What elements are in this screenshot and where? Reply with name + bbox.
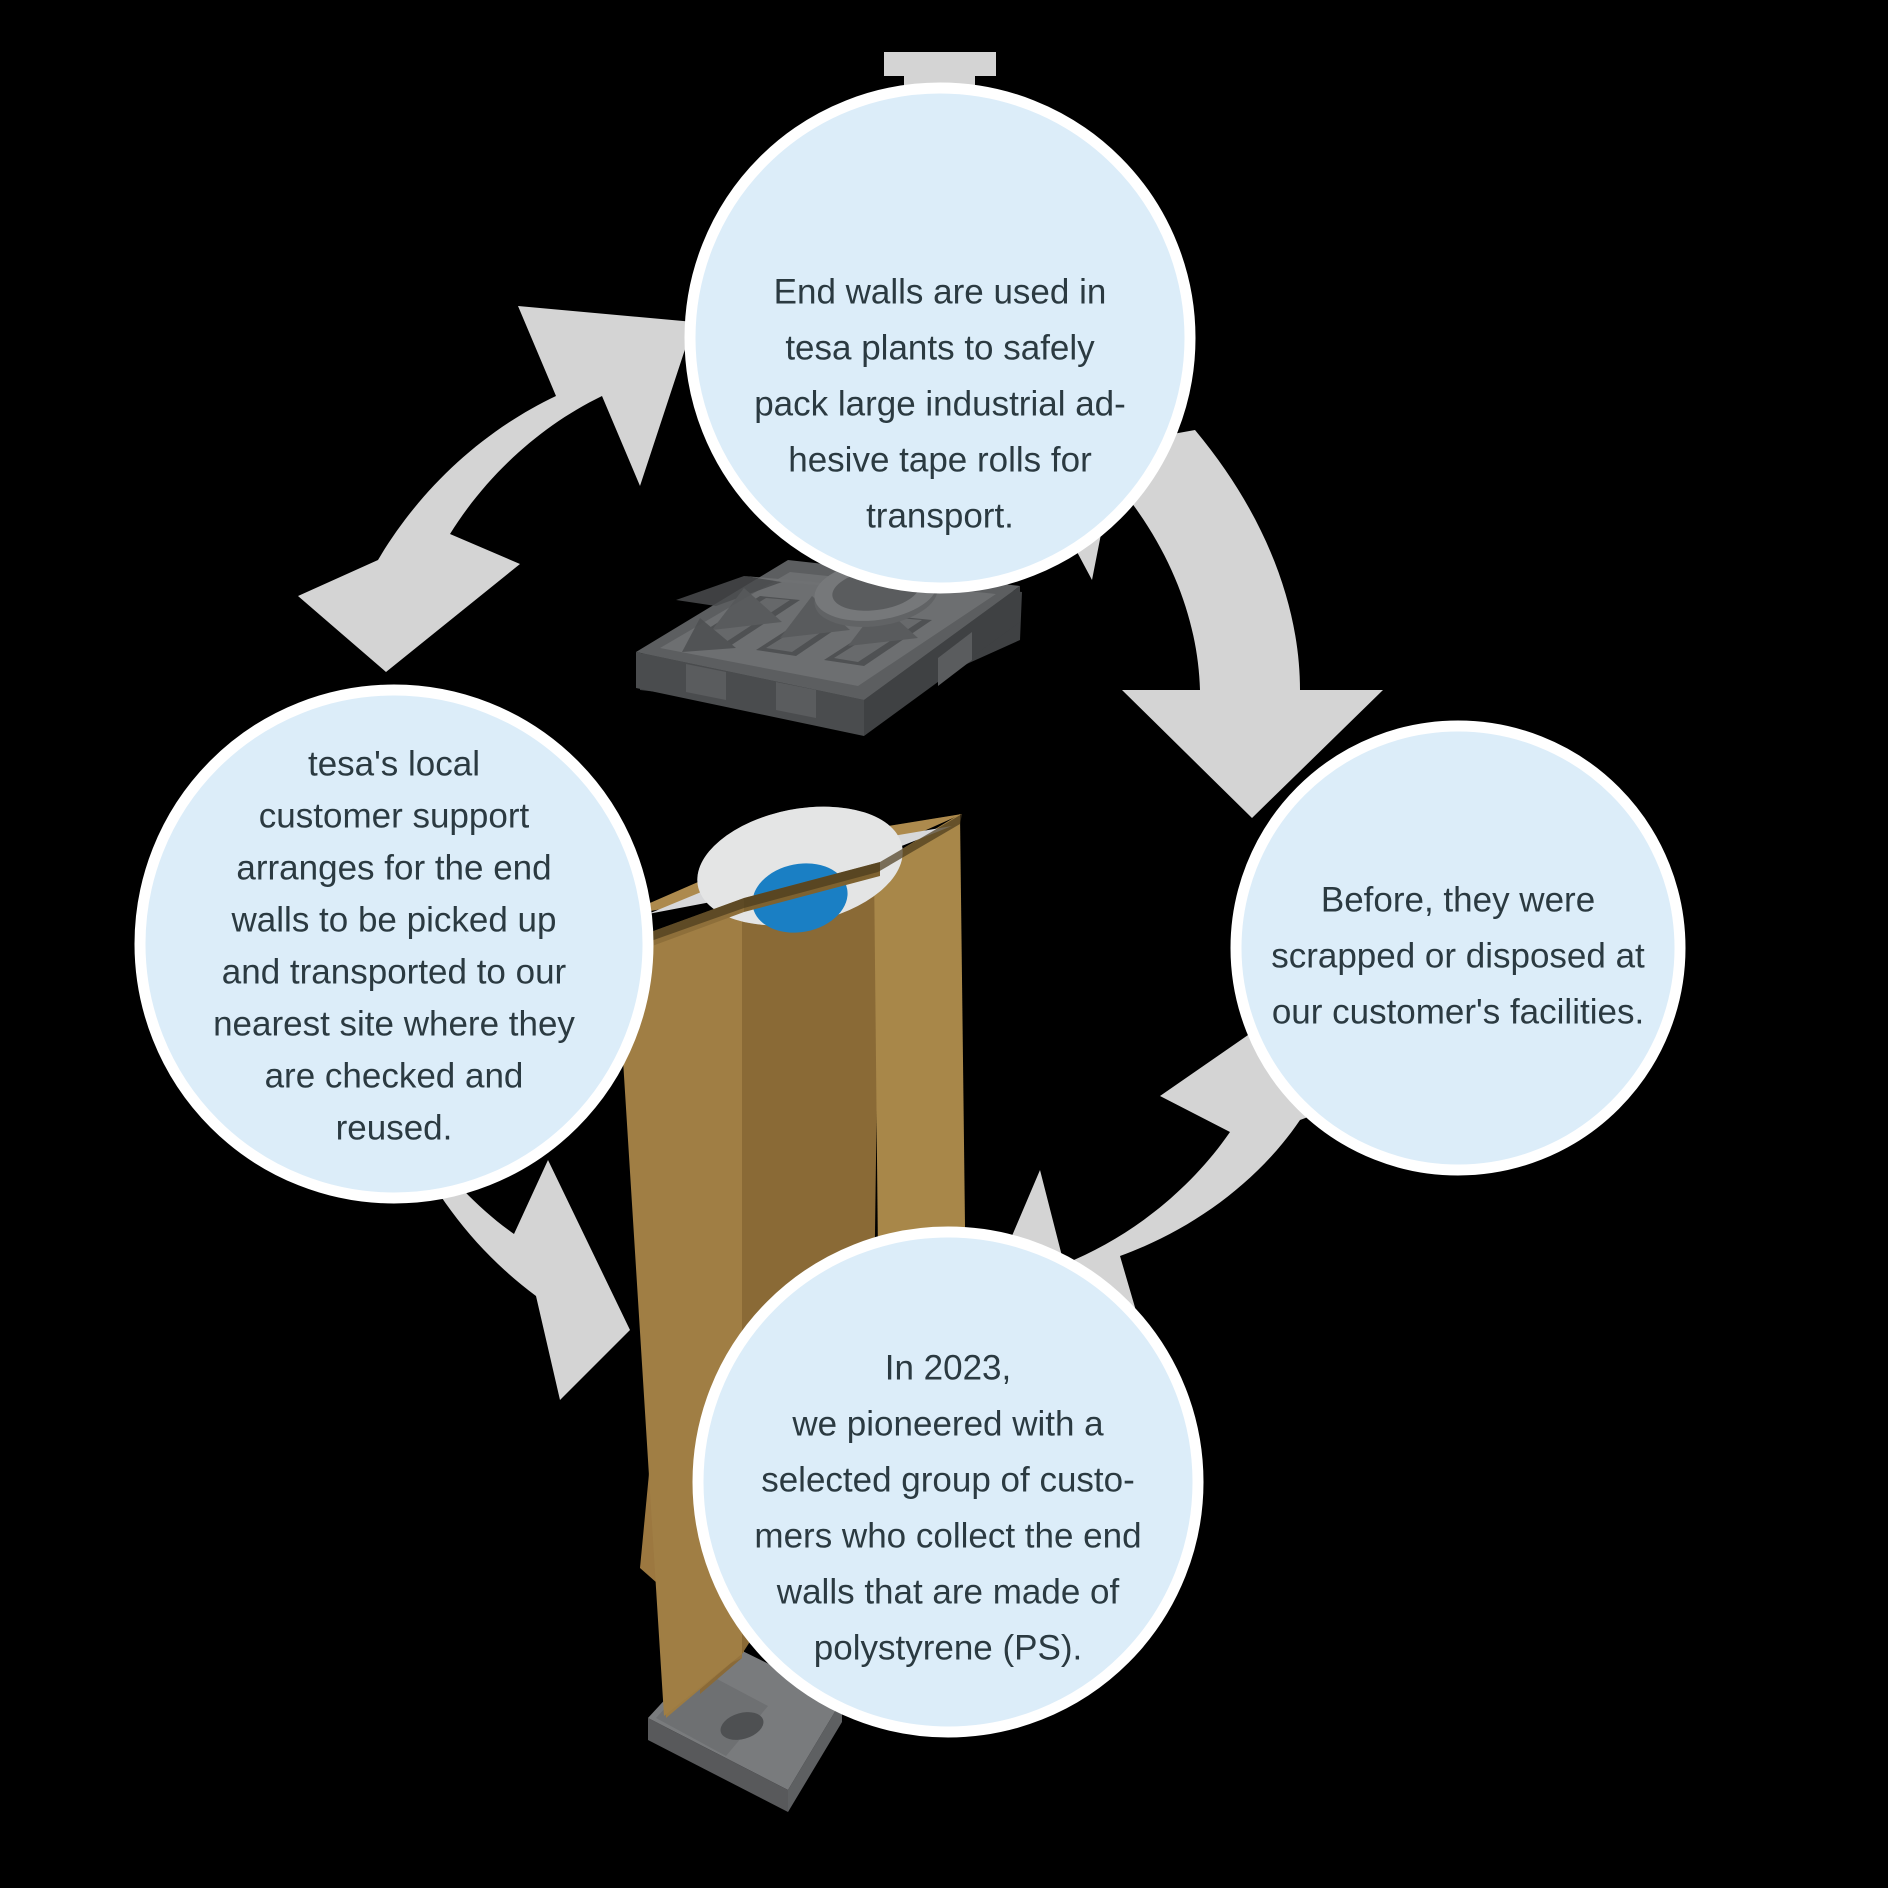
step-bottom-bubble[interactable]: In 2023, we pioneered with a selected gr…: [692, 1226, 1204, 1738]
step-bottom-line-1: we pioneered with a: [791, 1404, 1104, 1443]
step-left-bubble[interactable]: tesa's local customer support arranges f…: [134, 684, 654, 1204]
step-bottom-line-4: walls that are made of: [776, 1572, 1120, 1611]
step-right-line-1: scrapped or disposed at: [1271, 936, 1645, 975]
step-bottom-line-3: mers who collect the end: [754, 1516, 1141, 1555]
molded-end-wall-cap: [636, 544, 1022, 736]
arrow-left-to-top: [298, 306, 694, 672]
step-bottom-line-5: polystyrene (PS).: [814, 1628, 1082, 1667]
step-top-line-4: transport.: [866, 496, 1014, 535]
step-right-line-0: Before, they were: [1321, 880, 1595, 919]
step-top-bubble[interactable]: End walls are used in tesa plants to saf…: [684, 82, 1196, 594]
step-top-line-2: pack large industrial ad-: [754, 384, 1126, 423]
step-left-line-2: arranges for the end: [236, 848, 551, 887]
step-left-line-4: and transported to our: [222, 952, 567, 991]
step-top-line-0: End walls are used in: [774, 272, 1107, 311]
step-left-line-1: customer support: [259, 796, 530, 835]
step-top-line-1: tesa plants to safely: [785, 328, 1095, 367]
step-bottom-line-0: In 2023,: [885, 1348, 1012, 1387]
step-right-bubble[interactable]: Before, they were scrapped or disposed a…: [1230, 720, 1686, 1176]
step-left-line-7: reused.: [336, 1108, 453, 1147]
step-bottom-line-2: selected group of custo-: [761, 1460, 1135, 1499]
step-left-line-0: tesa's local: [308, 744, 480, 783]
step-left-line-3: walls to be picked up: [231, 900, 557, 939]
step-left-line-5: nearest site where they: [213, 1004, 575, 1043]
step-top-line-3: hesive tape rolls for: [788, 440, 1092, 479]
step-left-line-6: are checked and: [265, 1056, 524, 1095]
step-right-line-2: our customer's facilities.: [1272, 992, 1644, 1031]
